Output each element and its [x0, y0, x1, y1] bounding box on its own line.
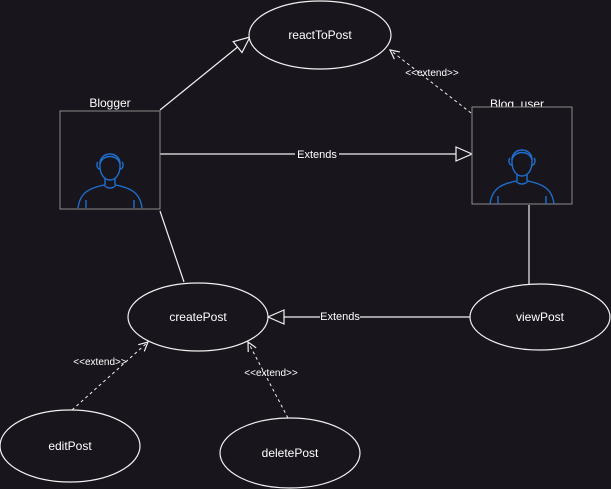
- extends-label-actor: Extends: [297, 149, 337, 161]
- blogger-to-reacttopost-edge: [159, 37, 250, 111]
- usecase-deletepost-label: deletePost: [262, 446, 319, 460]
- extend-label-react: <<extend>>: [405, 68, 459, 79]
- extend-label-edit: <<extend>>: [73, 357, 127, 368]
- actor-blogger-label: Blogger: [89, 96, 130, 110]
- usecase-editpost[interactable]: editPost: [0, 409, 141, 483]
- usecase-viewpost-label: viewPost: [516, 310, 565, 324]
- usecase-viewpost[interactable]: viewPost: [469, 283, 611, 351]
- blogger-to-createpost-edge: [159, 210, 185, 283]
- extends-label-view: Extends: [320, 311, 360, 323]
- actor-blogger[interactable]: Blogger: [59, 96, 161, 210]
- deletepost-to-createpost-extend-edge: [247, 340, 289, 419]
- extends-label-view-bg: [320, 311, 360, 323]
- usecase-editpost-label: editPost: [48, 439, 92, 453]
- usecase-reacttopost-label: reactToPost: [288, 28, 352, 42]
- usecase-createpost[interactable]: createPost: [127, 282, 269, 352]
- actor-bloguser[interactable]: Blog_user: [471, 97, 573, 205]
- editpost-to-createpost-extend-edge: [71, 341, 149, 411]
- usecase-createpost-label: createPost: [169, 310, 227, 324]
- usecase-reacttopost[interactable]: reactToPost: [248, 0, 392, 70]
- extends-label-bg: [295, 148, 339, 160]
- usecase-deletepost[interactable]: deletePost: [219, 417, 361, 489]
- bloguser-to-reacttopost-extend-edge: [388, 49, 472, 114]
- extend-label-delete: <<extend>>: [244, 368, 298, 379]
